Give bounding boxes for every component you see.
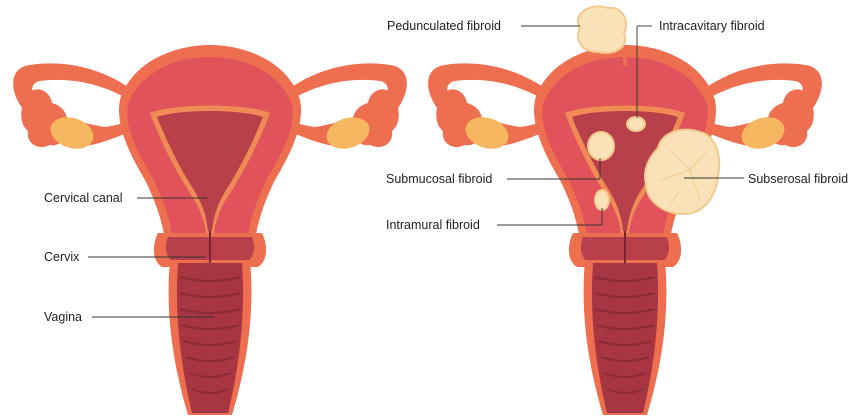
right-uterus-illustration	[428, 6, 822, 415]
label-subserosal-fibroid: Subserosal fibroid	[748, 172, 848, 186]
intramural-fibroid	[595, 190, 609, 210]
label-pedunculated-fibroid: Pedunculated fibroid	[387, 19, 501, 33]
submucosal-fibroid	[588, 132, 614, 160]
label-intracavitary-fibroid: Intracavitary fibroid	[659, 19, 765, 33]
pedunculated-fibroid	[578, 6, 626, 53]
label-submucosal-fibroid: Submucosal fibroid	[386, 172, 492, 186]
label-vagina: Vagina	[44, 310, 82, 324]
label-intramural-fibroid: Intramural fibroid	[386, 218, 480, 232]
intracavitary-fibroid	[627, 117, 645, 131]
label-cervix: Cervix	[44, 250, 79, 264]
label-cervical-canal: Cervical canal	[44, 191, 123, 205]
left-uterus-illustration	[13, 45, 407, 415]
